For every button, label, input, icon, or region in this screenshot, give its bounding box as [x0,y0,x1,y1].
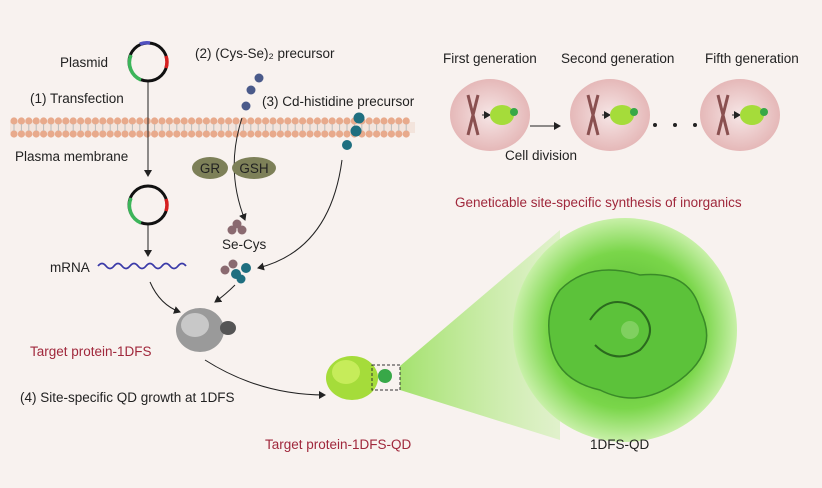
caption: Geneticable site-specific synthesis of i… [455,195,742,210]
qd-zoom-view [513,218,737,442]
target-protein-qd-label: Target protein-1DFS-QD [265,437,412,452]
plasma-membrane [10,117,415,138]
first-generation-label: First generation [443,51,537,66]
chromosome-icon [586,94,600,136]
selenium-precursor-balls [241,73,264,111]
cadmium-precursor-balls [342,112,365,150]
mixed-precursor-balls [220,259,251,284]
target-protein-label: Target protein-1DFS [30,344,152,359]
cell [700,79,780,151]
second-generation-label: Second generation [561,51,674,66]
plasmid-label: Plasmid [60,55,108,70]
dfs-qd-label: 1DFS-QD [590,437,650,452]
cys-se-precursor-label: (2) (Cys-Se)₂ precursor [195,46,335,61]
gsh-label: GSH [239,161,268,176]
transfection-label: (1) Transfection [30,91,124,106]
translation-arrow [149,281,181,314]
mrna-label: mRNA [50,260,90,275]
protein-qd-icon [490,105,518,125]
qd-highlight-box [371,364,401,391]
cd-pathway-arrow [257,159,343,271]
cell [570,79,650,151]
zoom-beam [400,230,560,440]
qd-precursor-arrow [214,284,236,303]
plasmid-icon [127,184,169,226]
gr-label: GR [200,161,221,176]
plasmid-icon [127,40,169,83]
chromosome-icon [466,94,480,136]
chromosome-icon [716,94,730,136]
plasma-membrane-label: Plasma membrane [15,149,128,164]
cell-division-label: Cell division [505,148,577,163]
se-cys-label: Se-Cys [222,237,267,252]
site-specific-growth-label: (4) Site-specific QD growth at 1DFS [20,390,235,405]
gsh-molecule [232,157,276,179]
ellipsis-dots [653,123,697,127]
gr-enzyme [192,157,228,179]
growth-arrow [204,359,326,399]
cell [450,79,530,151]
protein-qd-icon [740,105,768,125]
se-cys-balls [227,219,247,235]
fifth-generation-label: Fifth generation [705,51,799,66]
target-protein-qd [326,356,392,400]
mrna-wave [97,262,187,270]
cd-histidine-precursor-label: (3) Cd-histidine precursor [262,94,415,109]
protein-qd-icon [610,105,638,125]
target-protein-grey [176,308,236,352]
